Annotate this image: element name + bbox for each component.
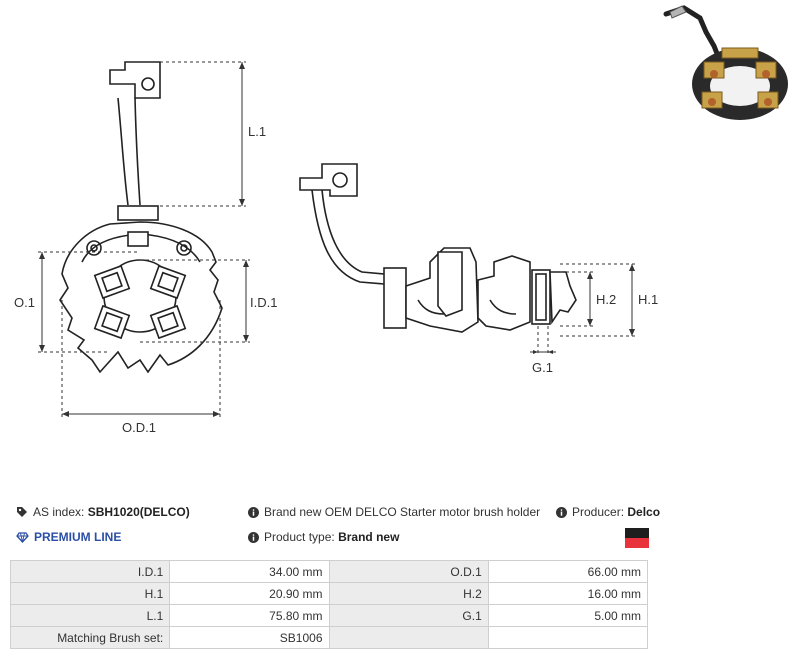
as-index-row: AS index: SBH1020(DELCO): [16, 505, 190, 519]
producer-row: Producer: Delco: [556, 505, 660, 519]
dim-label-o1: O.1: [14, 295, 35, 310]
product-type-row: Product type: Brand new: [248, 530, 399, 544]
info-icon: [248, 506, 259, 518]
table-row: I.D.1 34.00 mm O.D.1 66.00 mm: [9, 560, 649, 583]
dim-label-h2: H.2: [596, 292, 616, 307]
description-row: Brand new OEM DELCO Starter motor brush …: [248, 505, 540, 519]
spec-value: 34.00 mm: [169, 560, 330, 583]
product-type-label: Product type:: [264, 530, 335, 544]
spec-value: 75.80 mm: [169, 604, 330, 627]
spec-label: [328, 626, 489, 649]
spec-label: H.1: [9, 582, 171, 605]
dim-label-g1: G.1: [532, 360, 553, 375]
info-icon: [556, 506, 567, 518]
dim-label-od1: O.D.1: [122, 420, 156, 435]
product-photo: [663, 5, 788, 120]
spec-label: L.1: [9, 604, 171, 627]
spec-value: 16.00 mm: [487, 582, 649, 605]
spec-label: Matching Brush set:: [9, 626, 171, 649]
spec-label: H.2: [328, 582, 489, 605]
dim-label-h1: H.1: [638, 292, 658, 307]
table-row: Matching Brush set: SB1006: [9, 626, 649, 649]
front-view: [38, 61, 250, 418]
tag-icon: [16, 506, 28, 518]
info-icon: [248, 531, 259, 543]
as-index-value: SBH1020(DELCO): [87, 505, 190, 519]
diamond-icon: [16, 531, 29, 543]
spec-value: 5.00 mm: [487, 604, 649, 627]
premium-line-label: PREMIUM LINE: [34, 530, 122, 544]
spec-label: O.D.1: [328, 560, 489, 583]
spec-label: I.D.1: [9, 560, 171, 583]
producer-flag: [625, 528, 649, 548]
table-row: H.1 20.90 mm H.2 16.00 mm: [9, 582, 649, 605]
spec-value: [487, 626, 649, 649]
product-type-value: Brand new: [338, 530, 400, 544]
spec-value[interactable]: SB1006: [169, 626, 330, 649]
as-index-label: AS index:: [33, 505, 85, 519]
producer-label: Producer:: [572, 505, 625, 519]
table-row: L.1 75.80 mm G.1 5.00 mm: [9, 604, 649, 627]
spec-value: 20.90 mm: [169, 582, 330, 605]
producer-value: Delco: [627, 505, 661, 519]
side-view: [299, 163, 636, 356]
technical-drawing: L.1 O.1 I.D.1 O.D.1 H.2 H.1 G.1: [14, 61, 658, 435]
spec-value: 66.00 mm: [487, 560, 649, 583]
spec-table: I.D.1 34.00 mm O.D.1 66.00 mm H.1 20.90 …: [9, 560, 649, 649]
flag-bottom-stripe: [625, 538, 649, 548]
dim-label-id1: I.D.1: [250, 295, 277, 310]
dim-label-l1: L.1: [248, 124, 266, 139]
flag-top-stripe: [625, 528, 649, 538]
premium-line-row: PREMIUM LINE: [16, 530, 121, 544]
description-text: Brand new OEM DELCO Starter motor brush …: [264, 505, 541, 519]
spec-label: G.1: [328, 604, 489, 627]
